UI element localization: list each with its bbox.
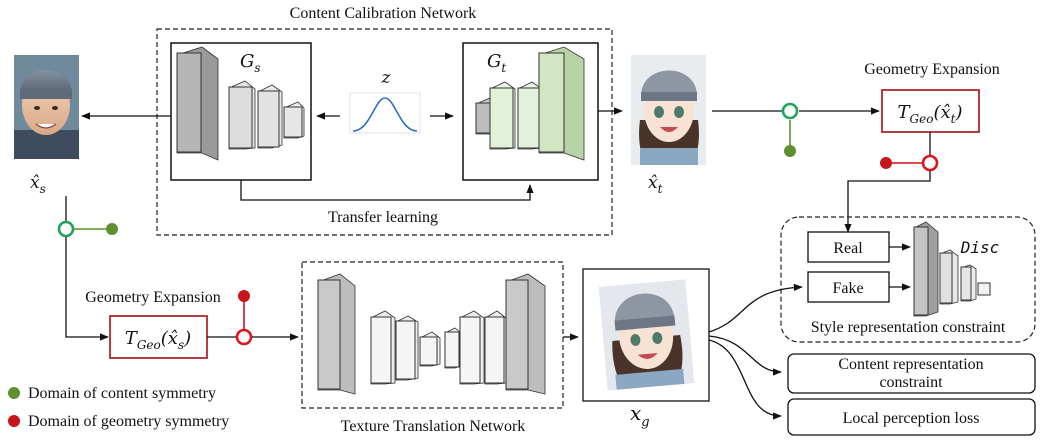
xg-to-fake-arrow	[708, 283, 803, 333]
gt-label: Gt	[487, 51, 506, 75]
legend-geometry-dot	[8, 415, 20, 427]
style-constraint-title: Style representation constraint	[811, 319, 1006, 336]
xg-anime-image	[598, 279, 695, 391]
geo-top-box	[881, 89, 980, 133]
geometry-dot-top	[880, 157, 892, 169]
gt-decoder-icon	[475, 46, 585, 161]
content-constraint-line2: constraint	[879, 374, 943, 391]
legend-content-dot	[8, 387, 20, 399]
real-label: Real	[833, 240, 863, 257]
fake-label: Fake	[832, 280, 863, 297]
xt-label: x̂t	[648, 173, 663, 196]
geometry-switch-ring-top	[921, 154, 939, 172]
ttn-title: Texture Translation Network	[341, 418, 526, 435]
content-constraint-line1: Content representation	[838, 356, 983, 373]
xg-to-local-arrow	[708, 339, 782, 420]
ttn-dashed-box	[301, 261, 564, 409]
gs-label: Gs	[240, 51, 261, 75]
gs-encoder-icon	[176, 46, 305, 161]
geo-bottom-box	[109, 315, 208, 359]
geometry-dot-bottom	[238, 290, 250, 302]
geo-bottom-formula: TGeo(x̂s)	[125, 328, 191, 352]
local-loss-label: Local perception loss	[843, 410, 980, 427]
local-loss-box	[787, 398, 1036, 436]
content-switch-ring-top	[781, 102, 799, 120]
gaussian-curve	[352, 97, 418, 132]
ttn-encoder-decoder-icon	[317, 273, 546, 395]
geo-top-formula: TGeo(x̂t)	[898, 102, 963, 126]
disc-icon	[913, 221, 991, 317]
style-constraint-box	[780, 216, 1036, 343]
geo-top-to-real-arrow	[844, 171, 931, 233]
geometry-switch-ring-bottom	[235, 328, 253, 346]
xs-label: x̂s	[30, 173, 46, 196]
transfer-learning-label: Transfer learning	[328, 209, 438, 226]
content-dot-top	[784, 145, 796, 157]
ccn-title: Content Calibration Network	[290, 5, 477, 22]
content-switch-ring-bottom	[57, 220, 75, 238]
content-dot-bottom	[106, 223, 118, 235]
xg-to-content-arrow	[708, 335, 782, 376]
disc-label: Disc	[960, 238, 1000, 257]
xt-anime-image	[631, 55, 706, 165]
geo-top-title: Geometry Expansion	[864, 61, 1000, 78]
transfer-learning-arrow	[240, 180, 534, 201]
legend-geometry-label: Domain of geometry symmetry	[28, 413, 229, 430]
content-constraint-box	[787, 353, 1036, 394]
gaussian-icon	[349, 92, 421, 134]
ccn-dashed-box	[156, 28, 613, 236]
legend-content-label: Domain of content symmetry	[28, 385, 216, 402]
xs-to-geo-bottom-arrow	[65, 237, 109, 341]
z-label: z	[381, 68, 392, 88]
real-box	[807, 231, 890, 263]
xs-photo	[14, 55, 79, 159]
geo-bottom-title: Geometry Expansion	[85, 289, 221, 306]
xg-label: xg	[630, 401, 650, 430]
